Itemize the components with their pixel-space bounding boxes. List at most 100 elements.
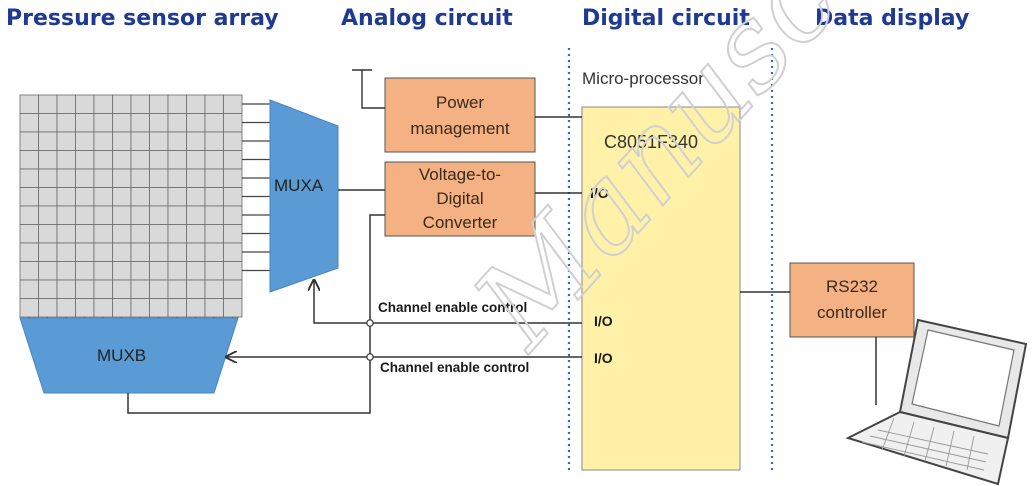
sensor-cell	[75, 131, 95, 151]
sensor-cell	[149, 94, 169, 114]
sensor-cell	[19, 205, 39, 225]
sensor-cell	[149, 224, 169, 244]
sensor-cell	[56, 131, 76, 151]
sensor-cell	[75, 298, 95, 318]
sensor-cell	[167, 113, 187, 133]
sensor-cell	[38, 261, 58, 281]
sensor-cell	[112, 298, 132, 318]
sensor-cell	[75, 205, 95, 225]
sensor-cell	[167, 298, 187, 318]
sensor-cell	[112, 94, 132, 114]
sensor-cell	[19, 298, 39, 318]
sensor-cell	[167, 131, 187, 151]
sensor-cell	[75, 168, 95, 188]
sensor-cell	[186, 94, 206, 114]
sensor-cell	[56, 224, 76, 244]
wire-enable-a	[314, 280, 582, 324]
sensor-cell	[130, 94, 150, 114]
sensor-cell	[167, 279, 187, 299]
sensor-cell	[204, 224, 224, 244]
sensor-cell	[38, 242, 58, 262]
sensor-cell	[56, 261, 76, 281]
sensor-cell	[204, 205, 224, 225]
microprocessor-title: Micro-processor	[582, 69, 704, 88]
sensor-cell	[112, 113, 132, 133]
muxa-label: MUXA	[274, 176, 324, 195]
sensor-cell	[93, 168, 113, 188]
sensor-cell	[38, 150, 58, 170]
chip-model: C8051F340	[604, 132, 698, 152]
sensor-cell	[223, 205, 243, 225]
rs232-line2: controller	[817, 303, 887, 322]
sensor-cell	[204, 187, 224, 207]
sensor-cell	[130, 298, 150, 318]
sensor-cell	[75, 94, 95, 114]
sensor-cell	[75, 224, 95, 244]
io-label-adc: I/O	[590, 185, 609, 201]
sensor-cell	[19, 279, 39, 299]
sensor-cell	[204, 279, 224, 299]
sensor-cell	[93, 113, 113, 133]
sensor-cell	[186, 150, 206, 170]
sensor-cell	[56, 187, 76, 207]
power-box-line1: Power	[436, 93, 485, 112]
sensor-cell	[93, 131, 113, 151]
sensor-cell	[223, 242, 243, 262]
sensor-cell	[130, 168, 150, 188]
muxa-block	[269, 99, 339, 293]
sensor-cell	[112, 205, 132, 225]
sensor-cell	[38, 298, 58, 318]
sensor-cell	[19, 131, 39, 151]
sensor-cell	[130, 187, 150, 207]
sensor-cell	[167, 224, 187, 244]
sensor-cell	[38, 113, 58, 133]
sensor-cell	[130, 261, 150, 281]
sensor-cell	[56, 298, 76, 318]
sensor-cell	[204, 150, 224, 170]
sensor-cell	[149, 279, 169, 299]
sensor-cell	[130, 242, 150, 262]
sensor-cell	[38, 168, 58, 188]
sensor-cell	[93, 94, 113, 114]
sensor-cell	[75, 261, 95, 281]
sensor-cell	[130, 279, 150, 299]
sensor-cell	[93, 242, 113, 262]
sensor-cell	[186, 261, 206, 281]
sensor-cell	[204, 298, 224, 318]
sensor-cell	[223, 187, 243, 207]
sensor-cell	[56, 242, 76, 262]
sensor-cell	[186, 131, 206, 151]
muxb-label: MUXB	[97, 346, 146, 365]
sensor-cell	[75, 150, 95, 170]
sensor-cell	[38, 131, 58, 151]
io-label-enable-a: I/O	[594, 313, 613, 329]
sensor-cell	[223, 131, 243, 151]
sensor-cell	[149, 150, 169, 170]
sensor-cell	[19, 261, 39, 281]
sensor-cell	[75, 113, 95, 133]
sensor-cell	[130, 113, 150, 133]
sensor-cell	[223, 224, 243, 244]
sensor-cell	[19, 224, 39, 244]
sensor-cell	[223, 298, 243, 318]
sensor-cell	[112, 150, 132, 170]
sensor-cell	[204, 94, 224, 114]
sensor-cell	[130, 205, 150, 225]
sensor-cell	[112, 168, 132, 188]
rs232-controller-box	[789, 262, 915, 338]
sensor-cell	[223, 150, 243, 170]
sensor-cell	[149, 261, 169, 281]
sensor-cell	[167, 205, 187, 225]
signal-label-enable-a: Channel enable control	[378, 300, 527, 315]
microprocessor-chip	[581, 106, 741, 471]
sensor-cell	[167, 94, 187, 114]
sensor-cell	[223, 94, 243, 114]
sensor-cell	[204, 131, 224, 151]
sensor-cell	[130, 150, 150, 170]
sensor-cell	[130, 224, 150, 244]
sensor-cell	[38, 224, 58, 244]
sensor-cell	[149, 205, 169, 225]
sensor-cell	[75, 242, 95, 262]
signal-label-enable-b: Channel enable control	[380, 360, 529, 375]
sensor-cell	[56, 150, 76, 170]
